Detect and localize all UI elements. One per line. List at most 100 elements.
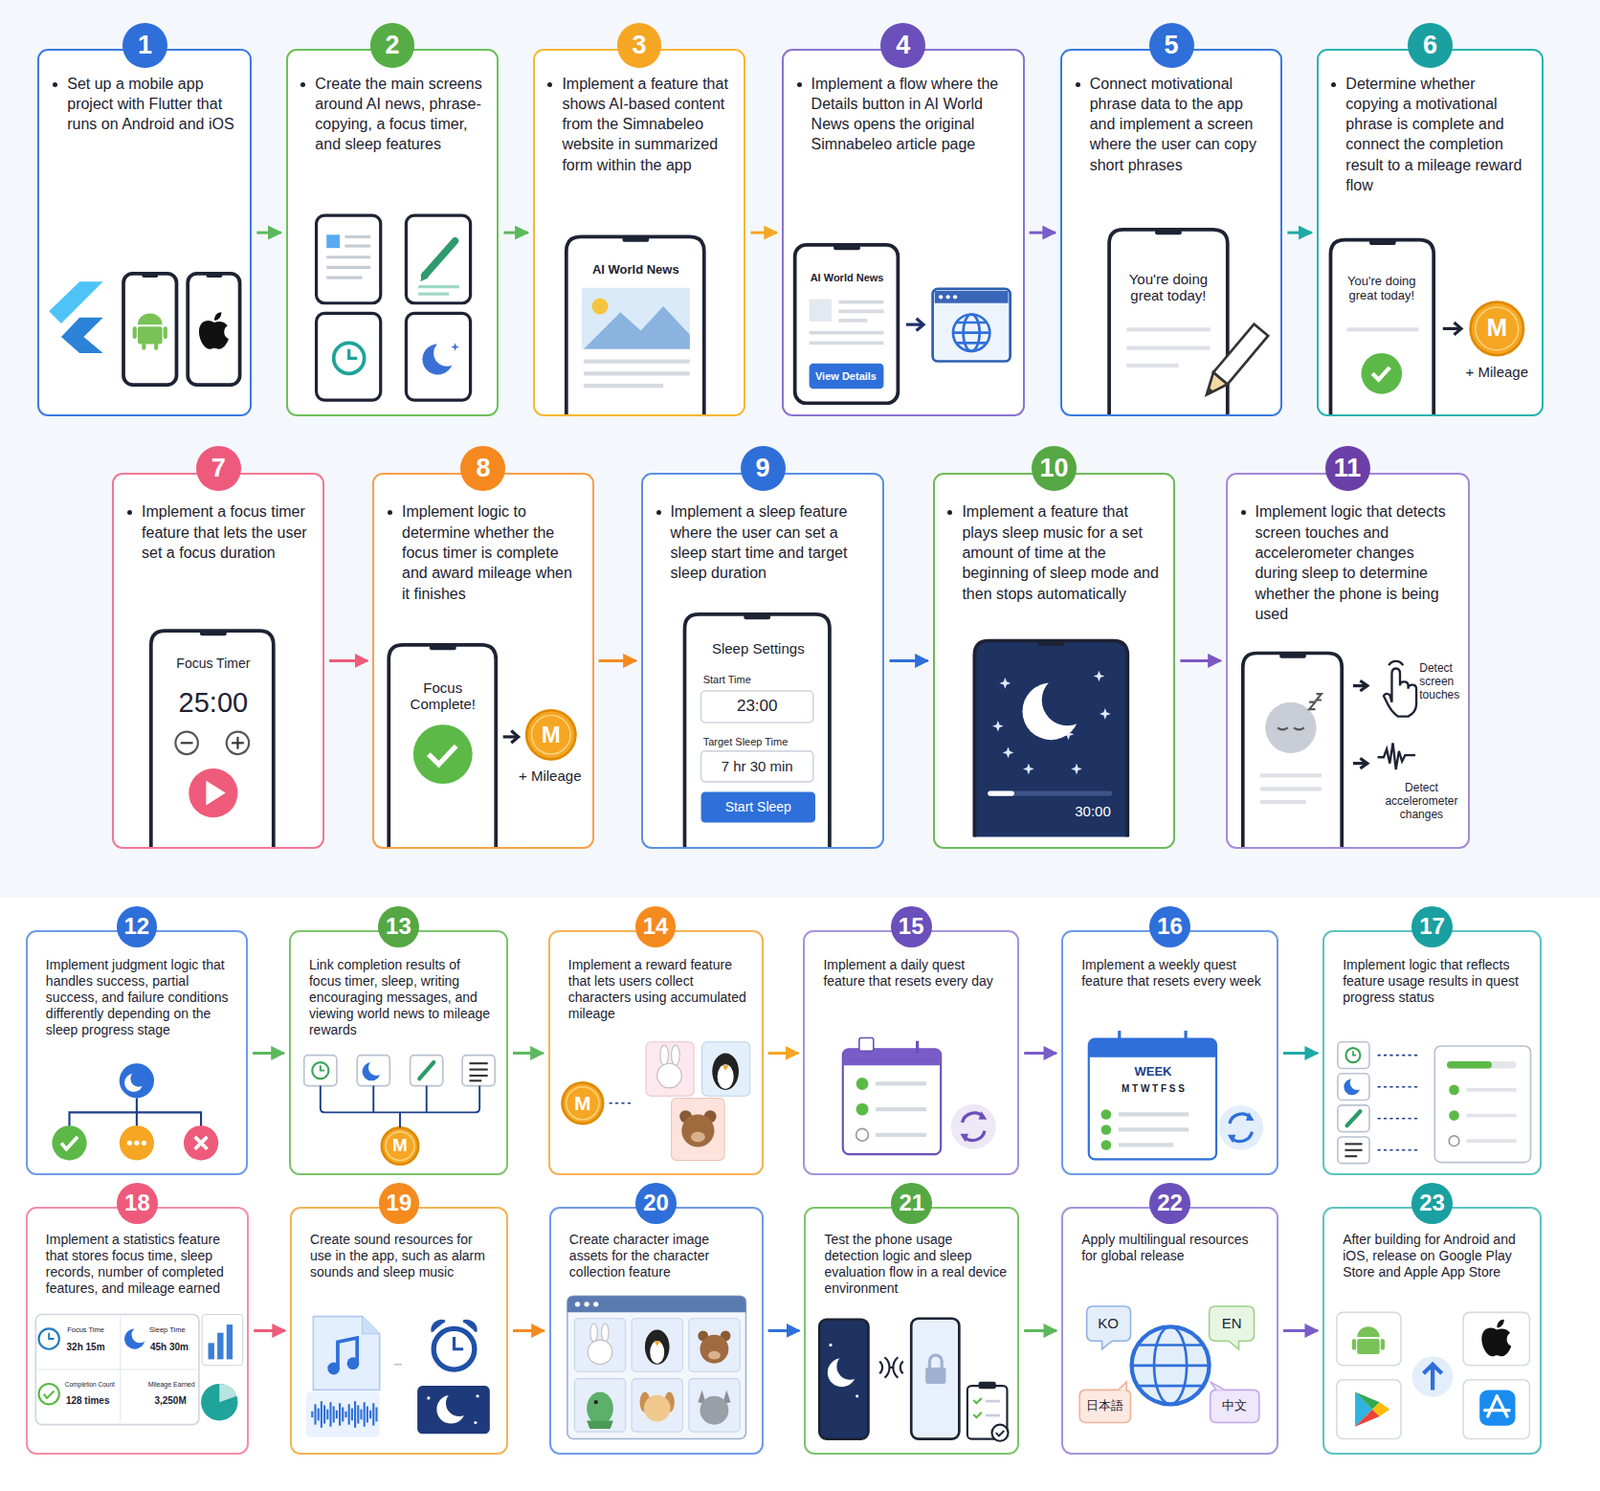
- step-card: 16Implement a weekly quest feature that …: [1061, 930, 1279, 1176]
- flow-arrow: [512, 1051, 544, 1055]
- bullet-dot: [1331, 82, 1336, 88]
- arrow-glyph: [906, 318, 924, 332]
- wave-bar: [323, 1404, 326, 1423]
- phone-frame-part: [911, 1318, 959, 1440]
- phone-frame-part: [151, 630, 274, 848]
- news-list-part-part: [839, 300, 885, 305]
- phone-frame-part: [1243, 652, 1342, 848]
- dotted-arrow-part: [609, 1102, 634, 1105]
- store-tiles-part: [1485, 1396, 1511, 1417]
- feature-glyphs-part: [1344, 1143, 1362, 1156]
- illustration-label: Sleep Time: [149, 1326, 186, 1335]
- asset-window-part: [586, 1392, 614, 1425]
- step-description: Implement a weekly quest feature that re…: [1081, 956, 1267, 990]
- screen-icons-part: [420, 271, 429, 283]
- store-tiles-part-part: [1496, 1396, 1508, 1417]
- screen-icons-part-part: [326, 266, 371, 269]
- progress-panel-part: [1446, 1061, 1492, 1068]
- store-tiles-part: [1412, 1355, 1454, 1398]
- language-globe-part-part: [1137, 1344, 1203, 1386]
- quest-calendar-part: [843, 1048, 941, 1066]
- wave-bar: [369, 1410, 372, 1420]
- android-icon-part: [154, 342, 158, 350]
- sound-icons-part: [327, 1362, 340, 1376]
- screen-icons-part: [333, 342, 365, 374]
- sleep-form-part: [701, 751, 814, 782]
- device-test-part: [996, 1430, 1005, 1436]
- step-card: 5Connect motivational phrase data to the…: [1060, 48, 1283, 417]
- sleep-face: [1260, 693, 1322, 802]
- step-description: Implement a flow where the Details butto…: [811, 73, 1013, 156]
- illustration-label: + Mileage: [1466, 364, 1529, 381]
- phone-notch-part: [141, 273, 158, 278]
- wave-bar: [375, 1407, 378, 1423]
- refresh-icon-part: [962, 1112, 1253, 1142]
- step-number: 6: [1407, 22, 1453, 68]
- browser-window-part: [938, 294, 957, 299]
- step-card: 6Determine whether copying a motivationa…: [1316, 48, 1545, 417]
- news-list: [809, 298, 885, 389]
- phone-frame-part: [1330, 240, 1434, 416]
- bullet-dot: [797, 82, 802, 88]
- screen-icons-part: [326, 234, 340, 248]
- illustration-label: WEEK: [1133, 1064, 1172, 1079]
- flow-arrow: [1023, 1329, 1057, 1333]
- wave-bar: [354, 1400, 356, 1428]
- sound-icons-part: [426, 1396, 430, 1400]
- card-fill: [549, 1207, 764, 1455]
- character-card-part: [657, 1063, 683, 1089]
- asset-window-part: [654, 1340, 661, 1346]
- pencil-icon-part: [1200, 372, 1228, 400]
- sleep-face-part: [1260, 775, 1322, 802]
- step-card: 15Implement a daily quest feature that r…: [802, 930, 1020, 1176]
- step-number: 14: [635, 906, 677, 948]
- card-fill: [781, 48, 1025, 417]
- stats-grid-part: [39, 1328, 60, 1349]
- sleep-face-part-part: [1277, 727, 1289, 730]
- feature-icons-part: [1337, 1136, 1370, 1164]
- step-description: After building for Android and iOS, rele…: [1342, 1231, 1530, 1281]
- flow-arrow: [503, 231, 528, 235]
- night-sky-part: [1042, 674, 1093, 726]
- progress-panel-part: [1448, 1135, 1460, 1147]
- android-icon-part: [137, 312, 163, 325]
- screen-icons-part-part: [326, 275, 362, 279]
- stats-grid-part: [200, 1383, 238, 1421]
- illustration-label: KO: [1097, 1314, 1119, 1332]
- news-list-part: [809, 298, 832, 321]
- feature-glyphs-part: [1347, 1111, 1361, 1126]
- apple-icon-part: [214, 311, 222, 321]
- asset-window-part: [644, 1329, 670, 1364]
- stats-grid-part: [132, 1326, 149, 1343]
- quest-calendar-part: [843, 1048, 941, 1155]
- asset-window-part: [708, 1351, 721, 1360]
- store-tiles-part: [1481, 1327, 1512, 1356]
- step-card: 10Implement a feature that plays sleep m…: [933, 472, 1177, 849]
- step-card: 12Implement judgment logic that handles …: [25, 930, 248, 1176]
- asset-window: [567, 1295, 747, 1439]
- device-test-part-part: [985, 1414, 1000, 1418]
- illustration-label: 128 times: [66, 1395, 111, 1407]
- feature-glyphs-part-part: [469, 1074, 489, 1077]
- character-card-part: [717, 1064, 734, 1089]
- wave-bar: [363, 1401, 366, 1427]
- asset-window-part: [587, 1339, 613, 1365]
- sleep-form-part: [701, 792, 816, 823]
- asset-window-part: [594, 1400, 599, 1404]
- asset-window-part: [586, 1420, 614, 1429]
- illustration-label: 32h 15m: [66, 1341, 106, 1354]
- bullet-dot: [656, 510, 662, 515]
- feature-icons-part: [410, 1055, 444, 1087]
- illustration-label: Focus Time: [66, 1326, 105, 1335]
- night-sky-part: [1002, 747, 1015, 759]
- timer-buttons-part: [180, 741, 194, 744]
- step-card: 14Implement a reward feature that lets u…: [548, 930, 764, 1176]
- feature-icons-part: [1337, 1073, 1370, 1101]
- accelerometer-wave: [1377, 742, 1416, 770]
- store-tiles-part: [1352, 1326, 1385, 1355]
- bullet-dot: [547, 82, 553, 88]
- step-number: 15: [890, 906, 933, 948]
- character-card-part: [690, 1132, 706, 1143]
- bullet-dot: [947, 510, 953, 515]
